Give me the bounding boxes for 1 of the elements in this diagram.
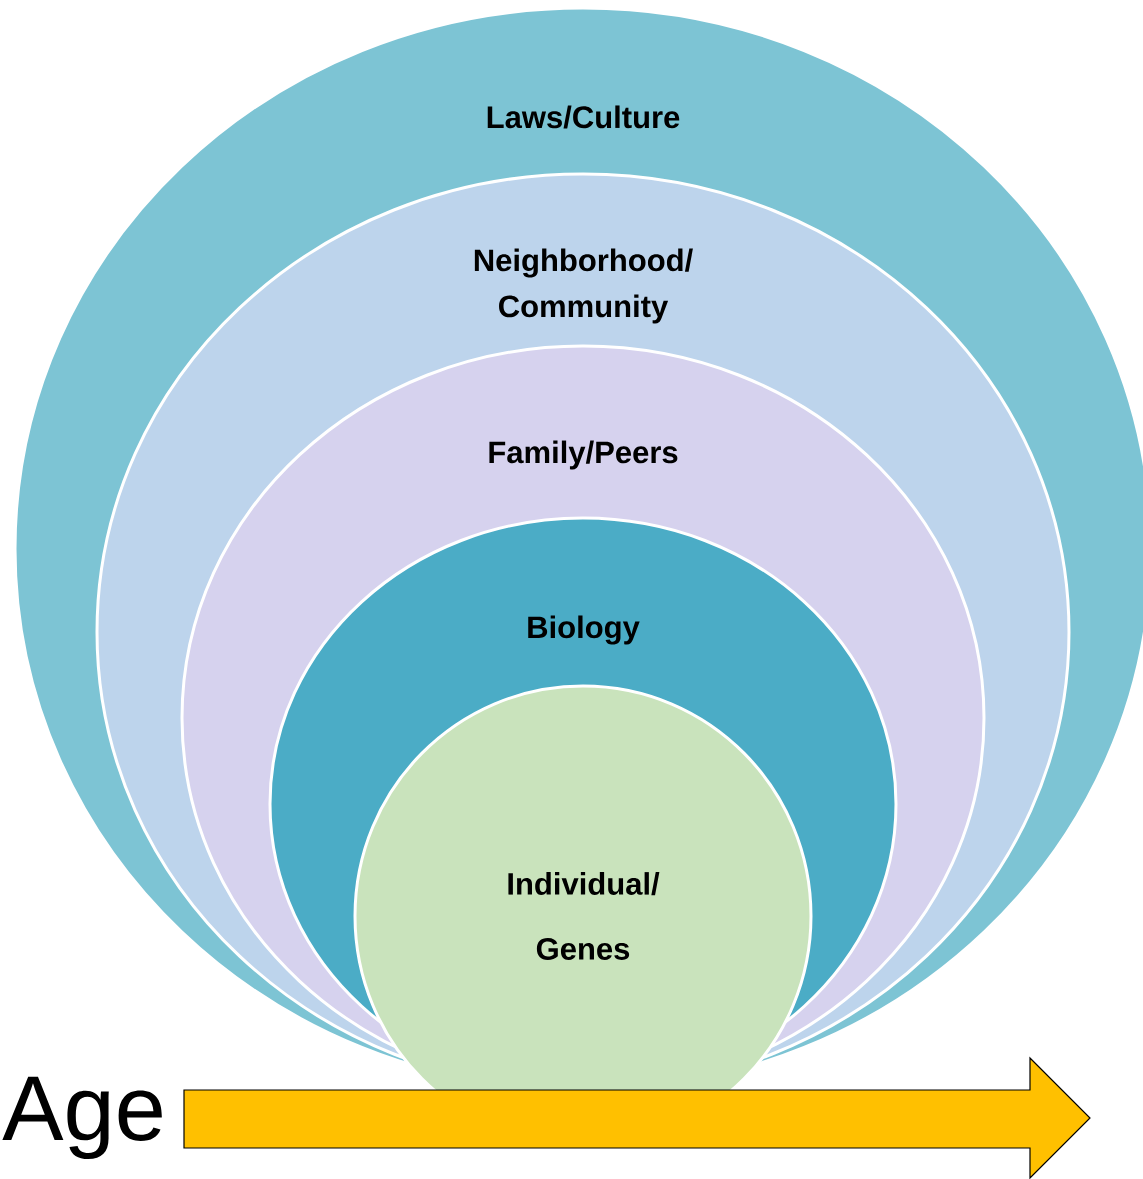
ring: Individual/ Genes	[353, 684, 813, 1148]
